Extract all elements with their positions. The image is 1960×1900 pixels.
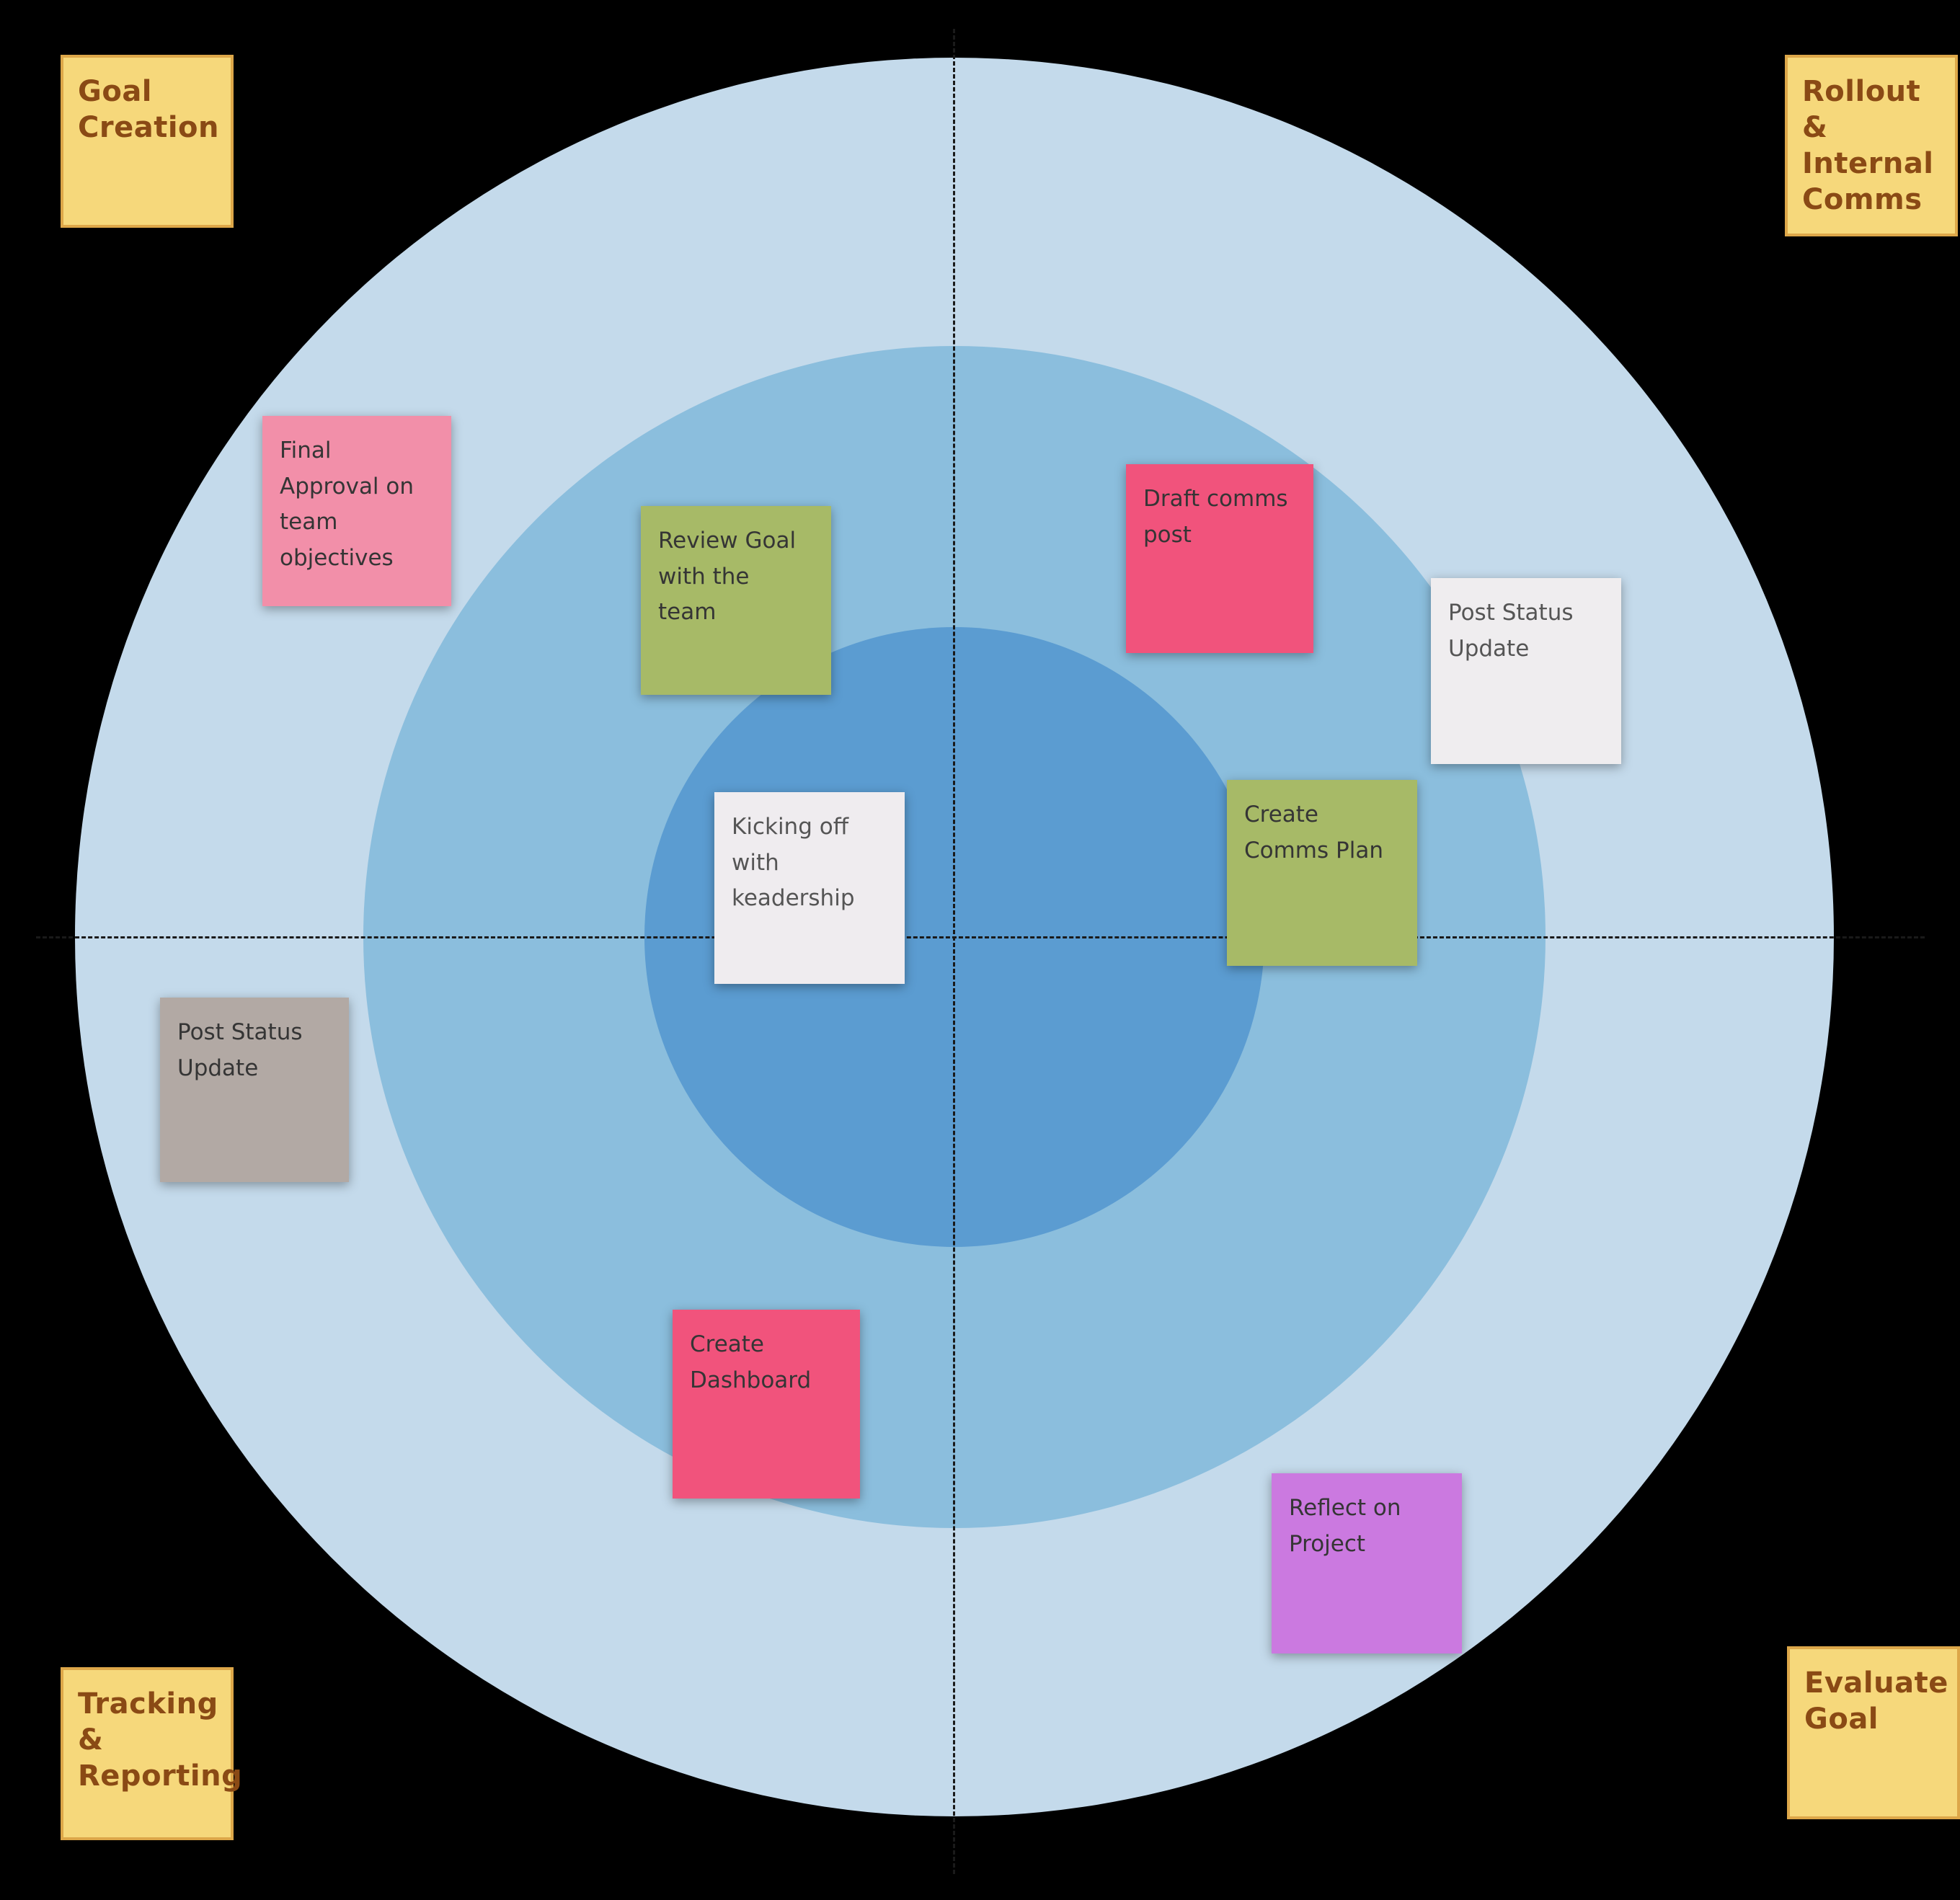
sticky-note-kicking-off[interactable]: Kicking off with keadership (714, 792, 905, 984)
quadrant-label-text: Rollout & Internal Comms (1802, 75, 1934, 216)
sticky-note-post-status-update-left[interactable]: Post Status Update (160, 998, 349, 1182)
quadrant-label-text: Evaluate Goal (1804, 1666, 1948, 1736)
sticky-note-text: Review Goal with the team (658, 528, 797, 626)
sticky-note-create-comms-plan[interactable]: Create Comms Plan (1227, 780, 1417, 966)
quadrant-label-rollout-comms[interactable]: Rollout & Internal Comms (1785, 55, 1958, 236)
sticky-note-text: Create Comms Plan (1244, 802, 1383, 864)
sticky-note-draft-comms-post[interactable]: Draft comms post (1126, 464, 1313, 653)
sticky-note-text: Create Dashboard (690, 1331, 812, 1393)
sticky-note-text: Post Status Update (177, 1019, 303, 1081)
sticky-note-create-dashboard[interactable]: Create Dashboard (673, 1310, 860, 1499)
sticky-note-final-approval[interactable]: Final Approval on team objectives (262, 416, 451, 606)
quadrant-label-text: Goal Creation (78, 75, 219, 144)
vertical-axis-line (953, 29, 955, 1874)
quadrant-label-text: Tracking & Reporting (78, 1687, 243, 1793)
sticky-note-text: Draft comms post (1143, 486, 1288, 548)
sticky-note-text: Kicking off with keadership (732, 814, 855, 912)
sticky-note-text: Post Status Update (1448, 600, 1574, 662)
sticky-note-text: Reflect on Project (1289, 1495, 1401, 1557)
sticky-note-review-goal[interactable]: Review Goal with the team (641, 506, 831, 695)
quadrant-label-tracking-reporting[interactable]: Tracking & Reporting (61, 1667, 242, 1840)
quadrant-label-evaluate-goal[interactable]: Evaluate Goal (1787, 1646, 1960, 1819)
horizontal-axis-line (36, 936, 1925, 938)
quadrant-label-goal-creation[interactable]: Goal Creation (61, 55, 234, 228)
sticky-note-text: Final Approval on team objectives (280, 438, 414, 571)
sticky-note-post-status-update-right[interactable]: Post Status Update (1431, 578, 1621, 764)
sticky-note-reflect-on-project[interactable]: Reflect on Project (1272, 1473, 1462, 1653)
